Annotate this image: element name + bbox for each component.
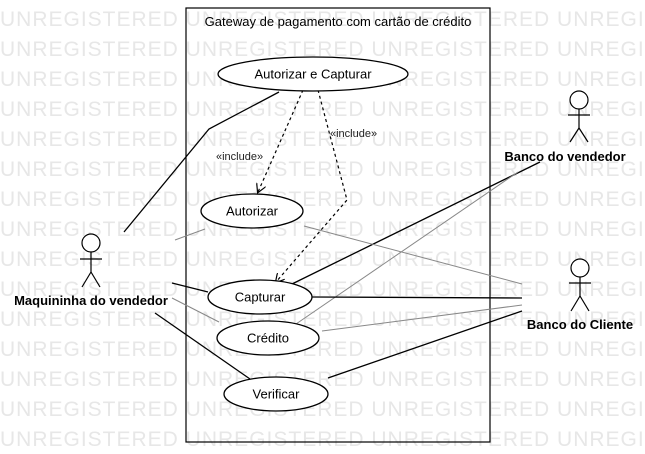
use-case-label-verificar: Verificar <box>252 386 300 402</box>
use-case-label-autorizar-capturar: Autorizar e Capturar <box>254 66 372 82</box>
assoc-banco-vendedor-capturar <box>291 161 541 285</box>
actor-label-maquininha: Maquininha do vendedor <box>14 293 168 308</box>
use-case-verificar[interactable] <box>223 376 329 412</box>
include-arrow-autorizar <box>258 89 304 192</box>
assoc-maquininha-autorizar-capturar <box>123 91 280 233</box>
actor-label-banco-cliente: Banco do Cliente <box>526 317 634 332</box>
system-title: Gateway de pagamento com cartão de crédi… <box>204 14 472 29</box>
actor-maquininha-icon[interactable] <box>80 233 102 288</box>
actor-banco-cliente-icon[interactable] <box>569 258 591 312</box>
include-label-capturar: «include» <box>330 128 378 140</box>
use-case-autorizar[interactable] <box>200 193 304 229</box>
use-case-label-autorizar: Autorizar <box>225 203 279 219</box>
use-case-autorizar-capturar[interactable] <box>217 56 409 92</box>
assoc-banco-vendedor-credito <box>295 171 519 325</box>
assoc-banco-cliente-credito <box>321 304 523 332</box>
assoc-banco-cliente-capturar <box>311 296 523 299</box>
actor-banco-vendedor-icon[interactable] <box>568 90 590 143</box>
assoc-maquininha-capturar <box>171 282 209 293</box>
use-case-capturar[interactable] <box>207 279 313 315</box>
system-boundary <box>185 7 491 443</box>
assoc-maquininha-verificar <box>154 312 251 380</box>
use-case-credito[interactable] <box>216 320 320 356</box>
include-label-autorizar: «include» <box>216 151 264 163</box>
use-case-label-capturar: Capturar <box>234 289 286 305</box>
actor-label-banco-vendedor: Banco do vendedor <box>504 149 626 164</box>
assoc-maquininha-autorizar <box>174 228 206 241</box>
assoc-banco-cliente-verificar <box>327 310 523 379</box>
assoc-maquininha-credito <box>171 297 220 323</box>
include-arrow-capturar <box>276 89 348 282</box>
use-case-label-credito: Crédito <box>247 330 289 346</box>
assoc-banco-cliente-autorizar <box>303 225 523 285</box>
